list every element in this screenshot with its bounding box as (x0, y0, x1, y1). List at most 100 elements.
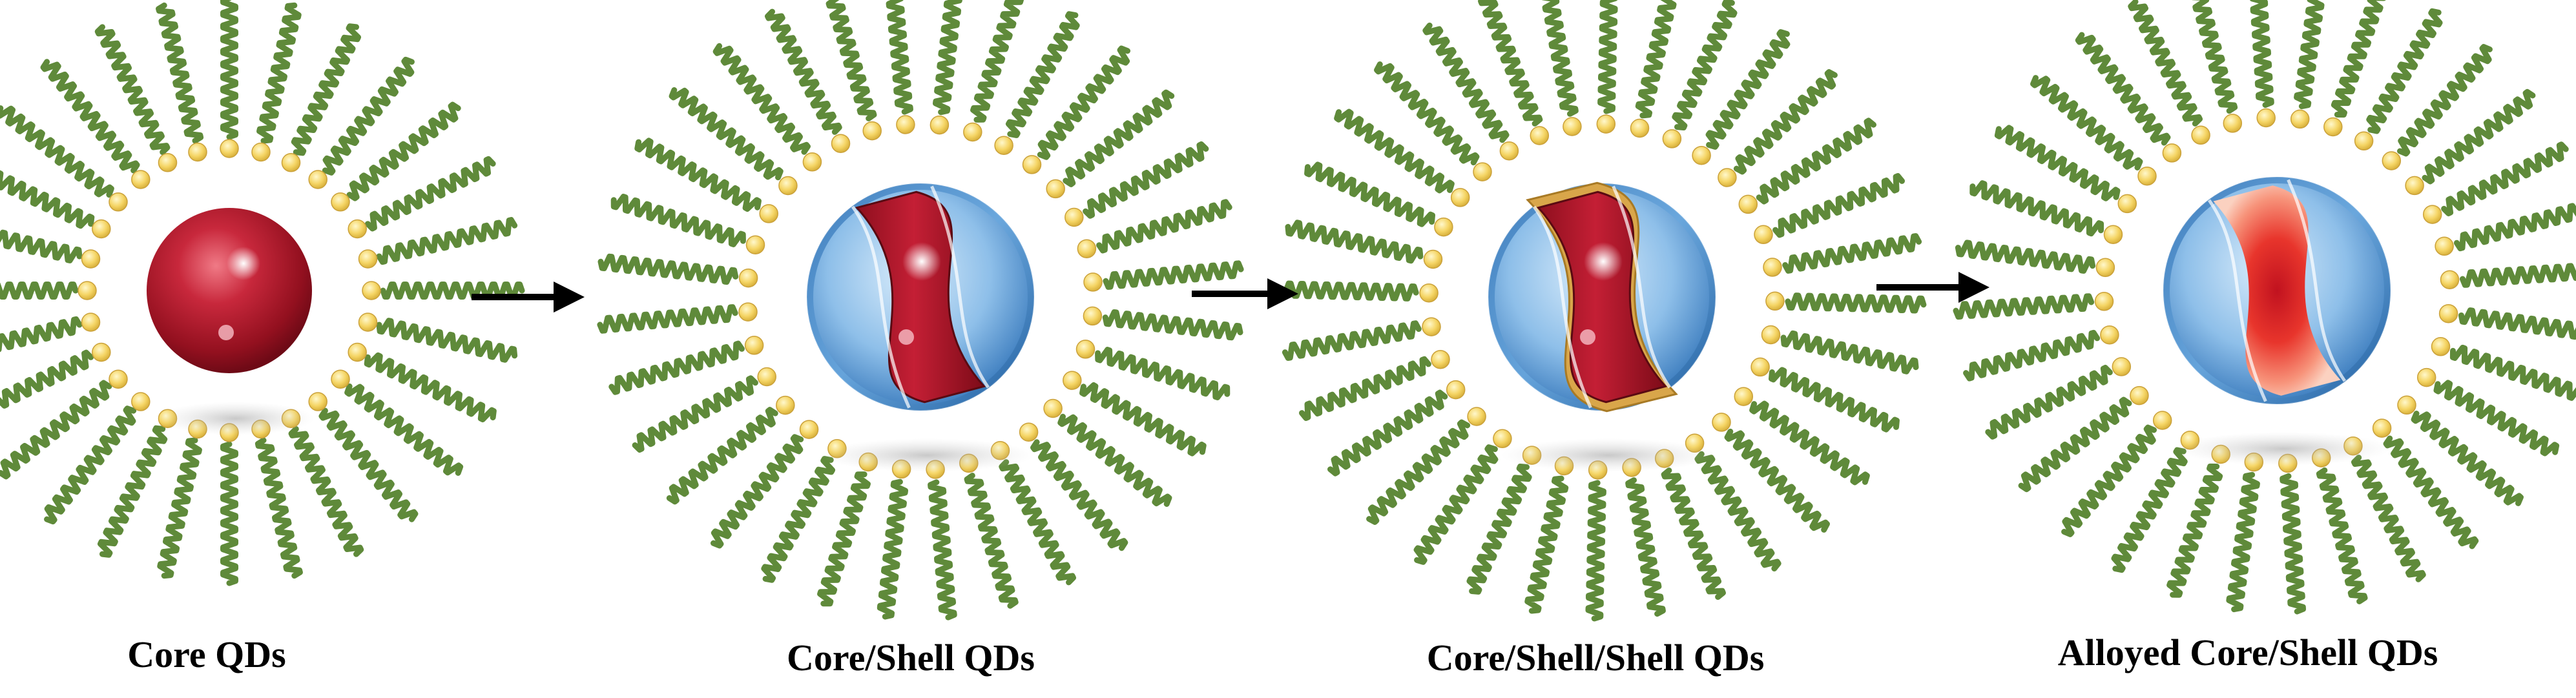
ligand-tail (322, 56, 415, 176)
ligand-head (2191, 125, 2210, 145)
ligand-head (862, 121, 882, 141)
ligand-tail (970, 0, 1024, 123)
ligand-head (1063, 371, 1082, 390)
particle-shadow (819, 438, 1035, 472)
particle-shadow (157, 402, 315, 435)
ligand-tail (94, 24, 171, 156)
ligand-tail (1785, 293, 1927, 314)
ligand-tail (2459, 263, 2576, 288)
ligand-head (738, 268, 758, 288)
ligand-head (778, 176, 798, 196)
ligand-tail (1063, 89, 1175, 187)
ligand-tail (2226, 471, 2260, 613)
ligand-tail (220, 441, 238, 586)
ligand-head (1530, 126, 1550, 145)
ligand-tail (1083, 141, 1209, 219)
ligand-tail (1327, 389, 1448, 477)
ligand-tail (1282, 320, 1422, 361)
ligand-tail (1006, 11, 1080, 138)
alloyed-core-band (2213, 185, 2341, 396)
ligand-tail (1542, 0, 1579, 117)
ligand-head (188, 142, 207, 162)
ligand-head (963, 122, 982, 142)
ligand-head (896, 115, 915, 134)
ligand-tail (1782, 233, 1922, 274)
ligand-head (2372, 418, 2392, 438)
ligand-tail (0, 349, 94, 409)
ligand-head (2152, 411, 2172, 430)
ligand-head (1075, 340, 1096, 359)
ligand-tail (44, 405, 137, 525)
ligand-tail (2411, 411, 2524, 506)
ligand-head (1750, 357, 1770, 377)
ligand-tail (1285, 220, 1424, 264)
ligand-head (2416, 367, 2436, 387)
ligand-tail (669, 87, 784, 181)
ligand-head (1754, 225, 1773, 245)
ligand-head (1046, 179, 1065, 199)
ligand-tail (2294, 0, 2325, 110)
ligand-head (331, 192, 350, 212)
ligand-tail (220, 0, 238, 140)
ligand-head (1022, 155, 1042, 174)
ligand-tail (2449, 344, 2576, 401)
ligand-head (1450, 188, 1470, 207)
ligand-tail (2018, 396, 2132, 493)
ligand-tail (1724, 428, 1830, 533)
ligand-tail (344, 383, 464, 476)
ligand-head (1043, 398, 1063, 418)
ligand-tail (2111, 447, 2188, 573)
ligand-tail (597, 253, 739, 285)
ligand-head (1419, 283, 1439, 303)
ligand-head (759, 204, 778, 223)
ligand-head (831, 134, 851, 153)
qd-stage-core-shell (597, 0, 1244, 621)
stage-label-alloyed-core-shell: Alloyed Core/Shell QDs (2057, 631, 2438, 673)
ligand-tail (1413, 444, 1499, 565)
qd-stage-core-shell-shell (1277, 0, 1927, 622)
highlight-glint (902, 242, 941, 281)
ligand-tail (291, 23, 361, 156)
ligand-head (2095, 258, 2115, 278)
ligand-head (2422, 205, 2442, 224)
ligand-head (1499, 141, 1519, 161)
ligand-head (1765, 291, 1785, 311)
qd-stage-core (0, 0, 525, 586)
highlight-glint (227, 247, 260, 280)
ligand-tail (0, 170, 95, 229)
shell-edge-line (1532, 205, 1592, 409)
ligand-tail (376, 318, 518, 363)
ligand-head (1019, 422, 1039, 442)
ligand-tail (0, 105, 114, 198)
ligand-tail (2366, 8, 2443, 134)
particle-shadow (1501, 438, 1716, 472)
ligand-tail (376, 217, 518, 265)
ligand-tail (1625, 477, 1666, 617)
ligand-tail (1597, 0, 1618, 114)
ligand-head (1630, 118, 1650, 138)
ligand-shell (1953, 0, 2576, 615)
ligand-tail (0, 229, 83, 263)
ligand-head (92, 342, 111, 362)
ligand-tail (1057, 413, 1172, 507)
ligand-tail (632, 375, 758, 453)
ligand-head (1734, 387, 1754, 406)
ligand-head (362, 281, 381, 300)
ligand-head (2438, 303, 2458, 323)
ligand-tail (364, 156, 496, 232)
ligand-tail (964, 473, 1019, 609)
ligand-tail (1953, 293, 2095, 320)
ligand-head (131, 392, 151, 411)
ligand-head (2100, 325, 2119, 345)
ligand-head (220, 139, 239, 158)
ligand-tail (1366, 419, 1471, 525)
ligand-tail (2453, 203, 2576, 252)
ligand-tail (1985, 365, 2113, 440)
particle-shadow (2176, 432, 2391, 466)
ligand-shell (1277, 0, 1927, 622)
ligand-head (2290, 109, 2310, 129)
ligand-tail (1422, 23, 1510, 143)
ligand-head (1761, 325, 1781, 345)
shell-edge-line (851, 205, 911, 409)
ligand-tail (666, 407, 778, 505)
